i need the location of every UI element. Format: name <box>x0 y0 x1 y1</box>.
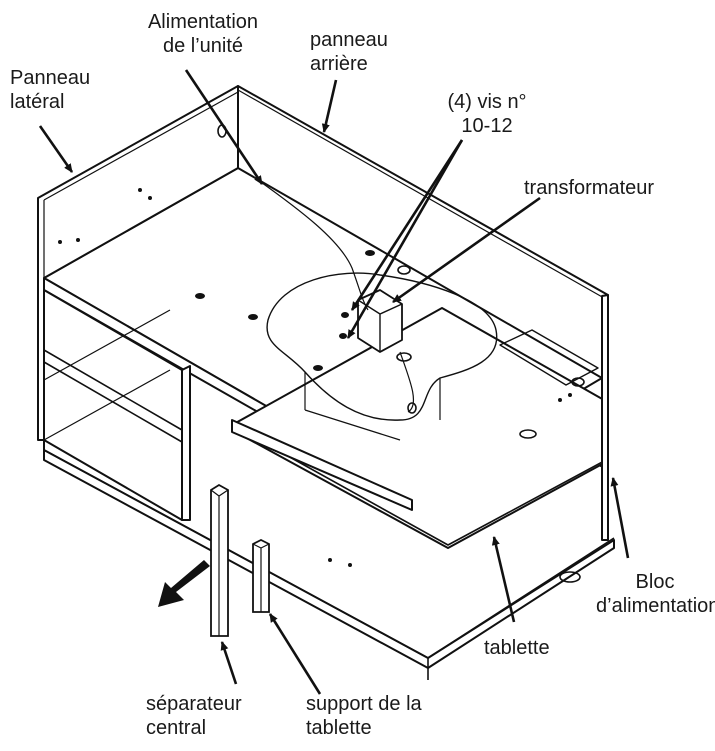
lower-shelf-front <box>231 424 607 546</box>
leader-screws-2 <box>346 139 464 339</box>
label-screws: (4) vis n° 10-12 <box>424 90 550 138</box>
leader-shelf-support <box>268 613 322 695</box>
label-screws-line2: 10-12 <box>461 115 513 137</box>
label-back-panel-line2: arrière <box>310 53 368 75</box>
label-shelf-support-line2: tablette <box>306 717 372 739</box>
label-power-block-line1: Bloc <box>635 571 675 593</box>
left-inner-back <box>43 309 171 441</box>
leader-unit-power <box>184 69 264 185</box>
leader-center-divider <box>220 641 238 685</box>
label-shelf-support-line1: support de la <box>306 693 422 715</box>
label-center-divider: séparateur central <box>146 692 242 740</box>
label-unit-power-line2: de l’unité <box>162 35 244 57</box>
label-back-panel-line1: panneau <box>310 29 388 51</box>
side-panel-edge <box>43 91 239 278</box>
direction-arrow <box>158 560 210 607</box>
leader-shelf <box>491 536 516 623</box>
leader-back-panel <box>321 79 338 133</box>
leader-power-block <box>610 477 630 559</box>
label-transformer-line1: transformateur <box>524 177 655 199</box>
power-cable <box>257 179 369 311</box>
label-screws-line1: (4) vis n° <box>447 91 527 113</box>
label-power-block: Bloc d’alimentation <box>596 570 715 618</box>
label-shelf-line1: tablette <box>484 637 550 659</box>
cutout-inner-box <box>304 372 441 441</box>
leader-side-panel <box>38 125 74 173</box>
label-side-panel-line2: latéral <box>10 91 65 113</box>
label-center-divider-line1: séparateur <box>146 693 242 715</box>
right-edge <box>601 294 609 541</box>
base-edge <box>43 449 615 680</box>
cable-loop <box>399 351 415 413</box>
label-power-block-line2: d’alimentation <box>596 595 715 617</box>
leader-transformer <box>392 196 541 304</box>
label-center-divider-line2: central <box>146 717 207 739</box>
label-shelf-support: support de la tablette <box>306 692 422 740</box>
label-side-panel-line1: Panneau <box>10 67 91 89</box>
center-divider-shape <box>181 365 191 521</box>
label-shelf: tablette <box>484 636 550 660</box>
drawer-front <box>231 419 413 511</box>
right-cutout <box>499 329 599 386</box>
label-back-panel: panneau arrière <box>310 28 388 76</box>
label-unit-power: Alimentation de l’unité <box>128 10 278 58</box>
label-side-panel: Panneau latéral <box>10 66 90 114</box>
label-transformer: transformateur <box>524 176 654 200</box>
label-unit-power-line1: Alimentation <box>147 11 259 33</box>
leader-screws-1 <box>350 139 464 311</box>
